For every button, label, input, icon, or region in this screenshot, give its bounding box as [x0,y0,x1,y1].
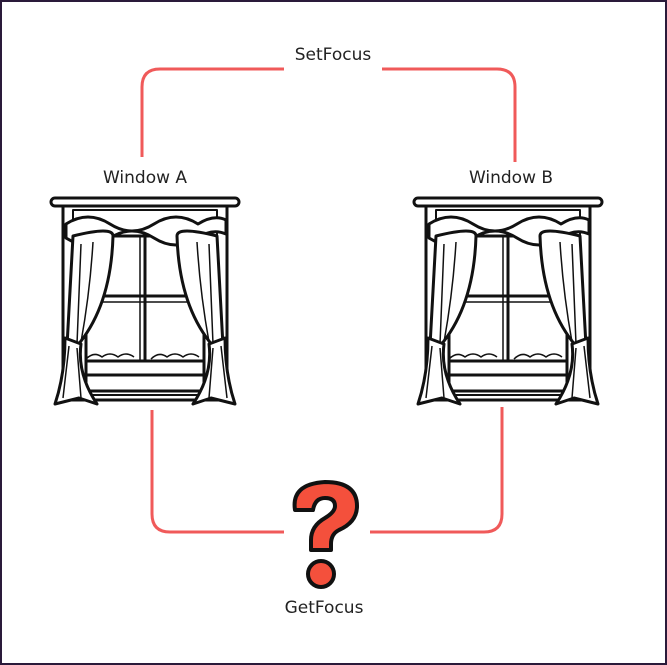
getfocus-connector-left [150,410,284,534]
setfocus-label: SetFocus [294,45,372,65]
window-b-icon [412,196,604,406]
getfocus-label: GetFocus [284,598,364,618]
window-a-icon [49,196,241,406]
window-b-label: Window B [468,168,554,188]
setfocus-connector [140,67,517,162]
getfocus-connector-right [370,407,504,534]
question-mark-icon [292,480,359,589]
window-a-label: Window A [102,168,188,188]
